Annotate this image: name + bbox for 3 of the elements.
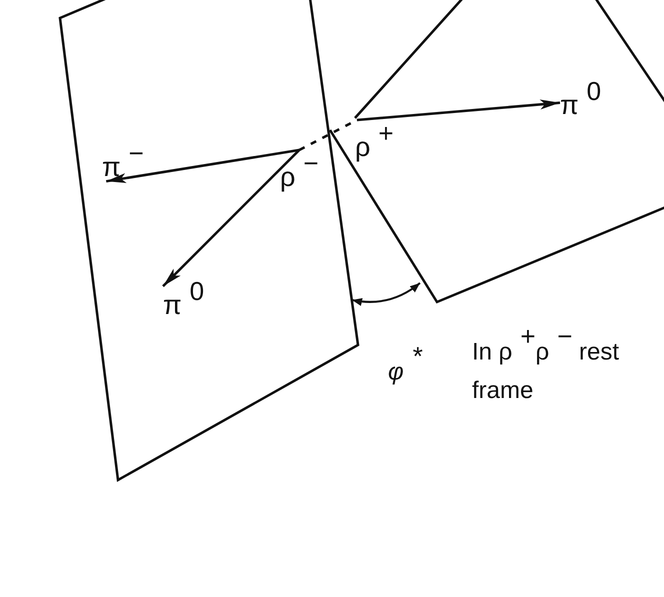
arrow: [106, 148, 300, 184]
arrow: [356, 99, 560, 122]
arrow: [162, 149, 300, 288]
